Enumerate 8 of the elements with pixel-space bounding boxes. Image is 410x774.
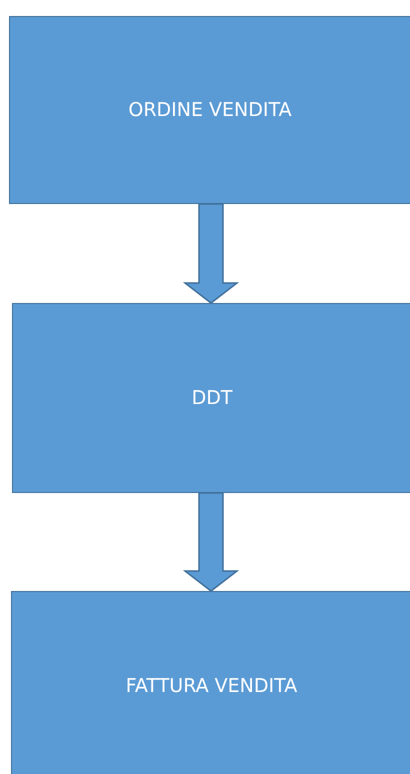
block-arrow: [182, 492, 240, 592]
box-label: ORDINE VENDITA: [128, 99, 292, 121]
block-arrow: [182, 203, 240, 304]
process-box: [11, 591, 410, 774]
process-box: [12, 303, 410, 493]
box-label: DDT: [192, 387, 232, 409]
box-label: FATTURA VENDITA: [126, 675, 298, 697]
process-box: [9, 16, 410, 204]
